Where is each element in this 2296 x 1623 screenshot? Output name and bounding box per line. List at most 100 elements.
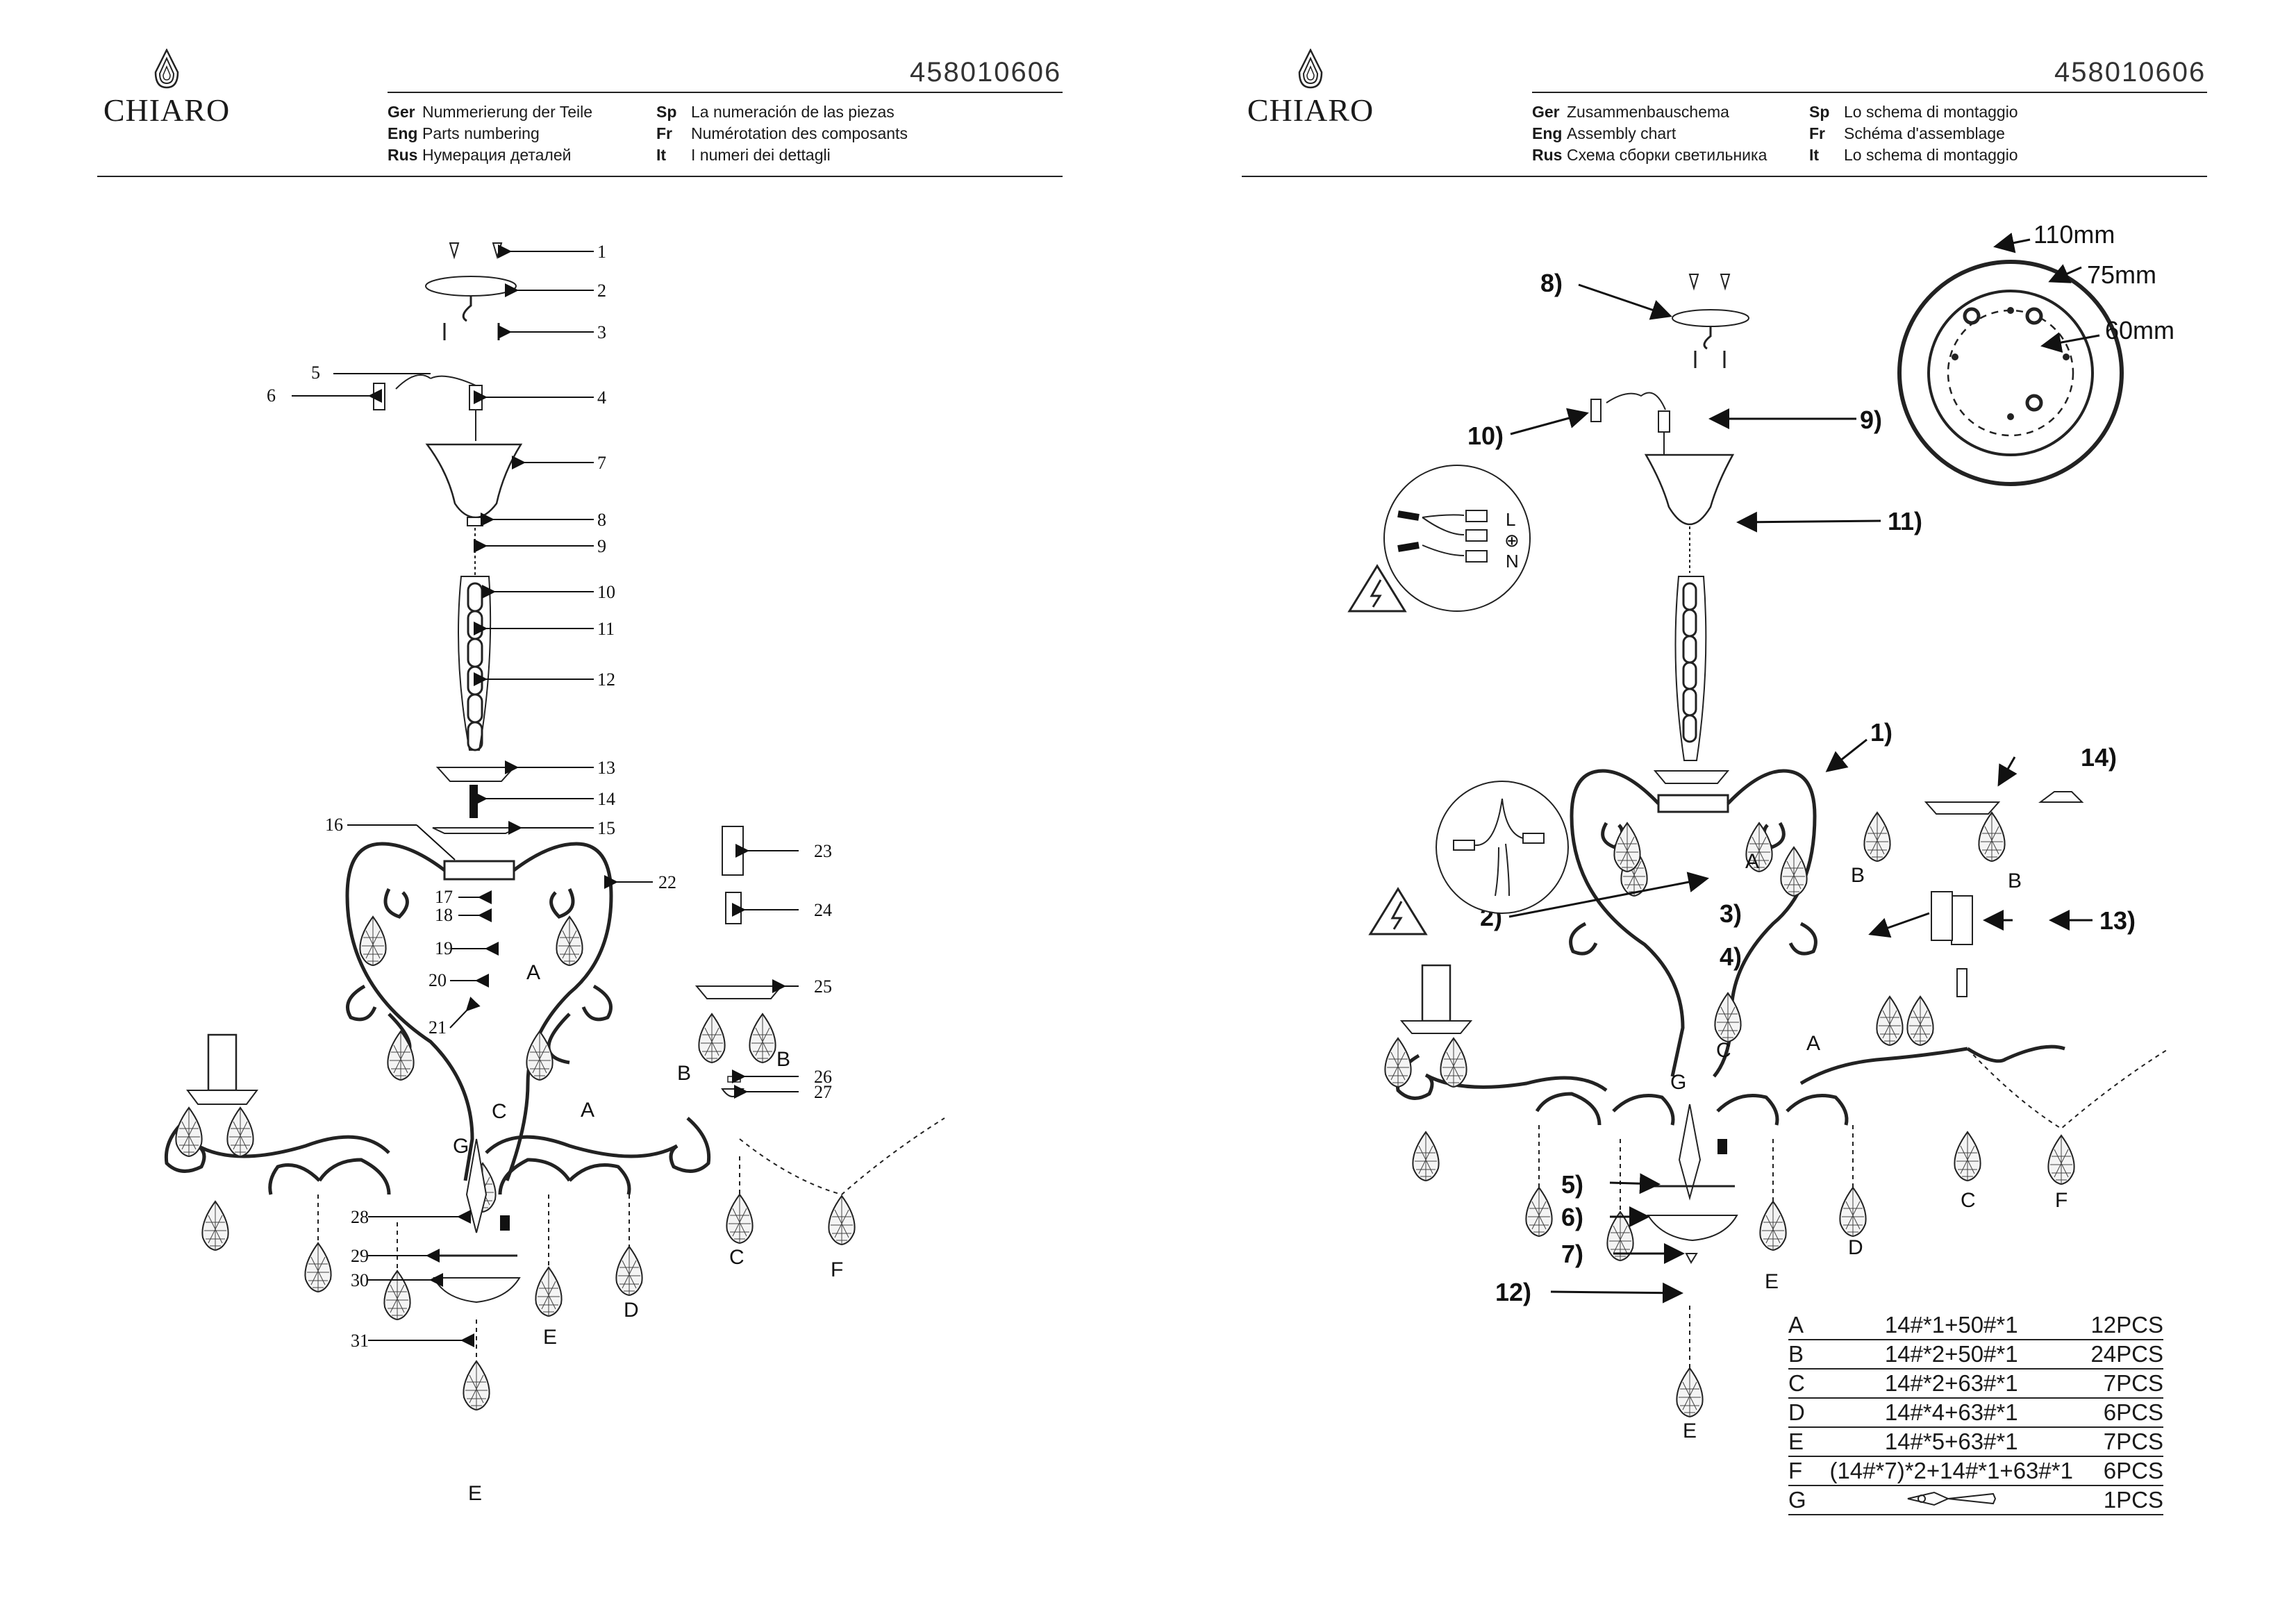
document-code: 458010606	[910, 57, 1062, 88]
spacer-tube	[469, 785, 478, 818]
bobeche	[1924, 801, 2001, 815]
bobeche-left	[186, 1090, 258, 1105]
part-number-15: 15	[597, 818, 615, 838]
part-number-16: 16	[325, 815, 343, 835]
table-row: D 14#*4+63#*1 6PCS	[1788, 1398, 2163, 1428]
chain	[1682, 582, 1697, 743]
wire-ground-label: ⊕	[1504, 530, 1520, 551]
bead-strands	[1538, 1048, 2170, 1368]
letter-f: F	[2055, 1189, 2068, 1212]
part-number-11: 11	[597, 619, 615, 639]
part-number-28: 28	[351, 1207, 369, 1227]
wire-n-label: N	[1506, 551, 1519, 572]
bobeche	[694, 985, 783, 999]
part-callouts	[292, 244, 799, 1347]
mounting-hook	[462, 295, 472, 322]
chain	[467, 582, 483, 751]
header-bottom-rule	[97, 176, 1063, 177]
part-number-5: 5	[311, 363, 320, 383]
row-key: G	[1788, 1485, 1812, 1515]
bottom-bowl	[433, 1277, 521, 1304]
high-voltage-warning-icon	[1347, 564, 1407, 613]
dim-75: 75mm	[2087, 260, 2156, 289]
group-letters: A A B B C C D E E F G	[453, 961, 843, 1505]
mounting-plate	[425, 276, 517, 297]
chiaro-drop-icon	[1298, 49, 1323, 89]
part-number-3: 3	[597, 322, 606, 342]
part-number-1: 1	[597, 242, 606, 262]
letter-c: C	[492, 1100, 507, 1123]
row-formula: 14#*2+50#*1	[1812, 1340, 2091, 1370]
part-number-7: 7	[597, 453, 606, 473]
step-9: 9)	[1860, 406, 1882, 434]
letter-b: B	[677, 1062, 691, 1085]
dim-60: 60mm	[2105, 316, 2174, 344]
chain-cover	[458, 576, 492, 751]
row-formula: 14#*2+63#*1	[1812, 1369, 2091, 1399]
letter-a: A	[1806, 1032, 1820, 1055]
high-voltage-warning-icon-2	[1368, 887, 1428, 935]
letter-d: D	[624, 1299, 639, 1322]
part-number-12: 12	[597, 669, 615, 690]
group-letters: A A B B C C D E E F G	[1670, 850, 2068, 1442]
header-rule	[1532, 92, 2207, 93]
row-key: E	[1788, 1427, 1812, 1457]
step-3: 3)	[1720, 899, 1742, 928]
row-qty: 1PCS	[2090, 1485, 2163, 1515]
row-formula: 14#*4+63#*1	[1812, 1398, 2091, 1428]
step-5: 5)	[1561, 1170, 1583, 1199]
wiring-detail-2	[1368, 781, 1569, 935]
brand-name: CHIARO	[103, 92, 231, 128]
candle-sleeve-left	[207, 1033, 238, 1092]
row-qty: 24PCS	[2090, 1340, 2163, 1370]
part-numbers: 1 2 3 4 5 6 7 8 9 10 11 12 13 14 15 16 1…	[267, 242, 832, 1351]
part-number-14: 14	[597, 789, 615, 809]
letter-c: C	[1961, 1189, 1976, 1212]
row-formula: 14#*1+50#*1	[1812, 1311, 2091, 1340]
step-7: 7)	[1561, 1240, 1583, 1268]
row-key: B	[1788, 1340, 1812, 1370]
dim-110: 110mm	[2033, 220, 2115, 249]
candle-sleeve	[1951, 895, 1973, 945]
letter-g: G	[453, 1135, 469, 1158]
letter-e: E	[1683, 1420, 1697, 1442]
part-number-21: 21	[429, 1017, 447, 1038]
screw-1b	[492, 242, 503, 260]
table-row: C 14#*2+63#*1 7PCS	[1788, 1369, 2163, 1399]
candle-sleeve	[722, 826, 744, 876]
terminal-block	[1590, 399, 1602, 422]
mounting-plate	[1672, 309, 1749, 327]
letter-a: A	[526, 961, 540, 984]
top-cup	[432, 827, 518, 834]
letter-e: E	[1765, 1270, 1779, 1293]
supply-wires	[395, 374, 476, 390]
step-12: 12)	[1495, 1278, 1531, 1306]
letter-b: B	[776, 1048, 790, 1071]
part-number-18: 18	[435, 905, 453, 925]
document-code: 458010606	[2054, 57, 2206, 88]
table-row: F (14#*7)*2+14#*1+63#*1 6PCS	[1788, 1456, 2163, 1486]
part-number-20: 20	[429, 970, 447, 990]
row-qty: 7PCS	[2090, 1369, 2163, 1399]
step-4: 4)	[1720, 942, 1742, 971]
part-number-22: 22	[658, 872, 676, 892]
part-number-2: 2	[597, 281, 606, 301]
row-key: A	[1788, 1311, 1812, 1340]
candle-socket	[725, 892, 742, 924]
wiring-detail: L ⊕ N	[1347, 465, 1531, 613]
wire-l-label: L	[1506, 509, 1515, 530]
step-1: 1)	[1870, 718, 1892, 747]
part-number-25: 25	[814, 976, 832, 997]
part-number-30: 30	[351, 1270, 369, 1290]
finial-spike	[465, 1138, 488, 1233]
